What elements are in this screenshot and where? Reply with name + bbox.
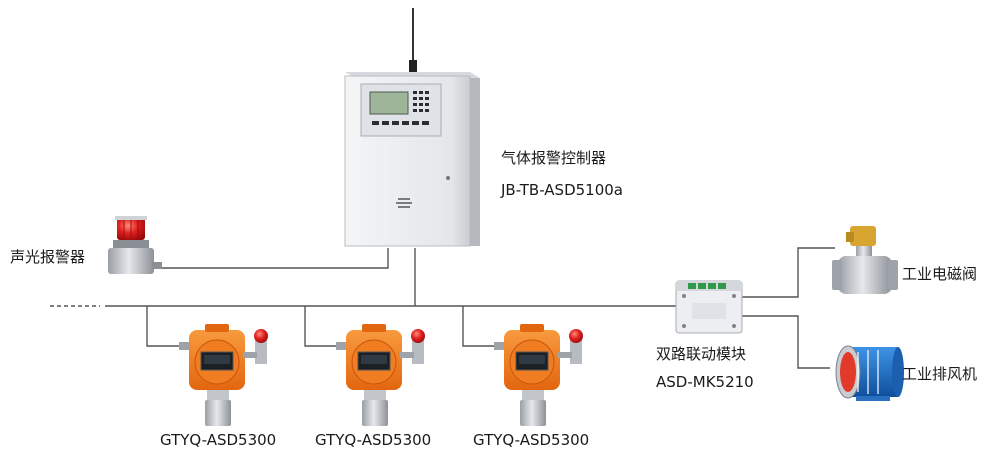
module-valve-link	[742, 247, 835, 298]
industrial-exhaust-fan	[835, 345, 904, 401]
detector-1-link	[146, 306, 183, 347]
gas-detector-3	[494, 324, 583, 426]
alarm-name: 声光报警器	[10, 248, 86, 266]
detector-beacon-mount	[570, 338, 582, 364]
detector-beacon-mount	[412, 338, 424, 364]
controller-lcd	[369, 91, 409, 115]
detector-beacon-mount	[255, 338, 267, 364]
detector-1-model: GTYQ-ASD5300	[160, 431, 277, 449]
valve-label: 工业电磁阀	[902, 265, 978, 283]
detector-2-link	[304, 306, 340, 347]
module-name: 双路联动模块	[656, 345, 747, 363]
sound-light-alarm	[108, 216, 162, 274]
gas-detector-2	[336, 324, 425, 426]
detector-2-model: GTYQ-ASD5300	[315, 431, 432, 449]
module-fan-link	[742, 315, 830, 369]
detector-sensor-head	[205, 400, 231, 426]
detector-sensor-head	[362, 400, 388, 426]
detector-3-model: GTYQ-ASD5300	[473, 431, 590, 449]
detector-sensor-head	[520, 400, 546, 426]
dual-linkage-module	[675, 280, 743, 334]
detector-beacon	[254, 329, 268, 343]
industrial-solenoid-valve	[832, 226, 898, 294]
controller-name: 气体报警控制器	[501, 149, 607, 167]
detector-3-link	[462, 306, 498, 347]
wiring	[50, 247, 835, 369]
detector-beacon	[411, 329, 425, 343]
alarm-link-line	[160, 248, 389, 269]
gas-alarm-controller	[344, 8, 480, 247]
module-model: ASD-MK5210	[656, 373, 754, 391]
detector-beacon	[569, 329, 583, 343]
gas-detector-1	[179, 324, 268, 426]
gas-detectors	[179, 324, 583, 426]
controller-model: JB-TB-ASD5100a	[501, 181, 623, 199]
fan-label: 工业排风机	[902, 365, 978, 383]
